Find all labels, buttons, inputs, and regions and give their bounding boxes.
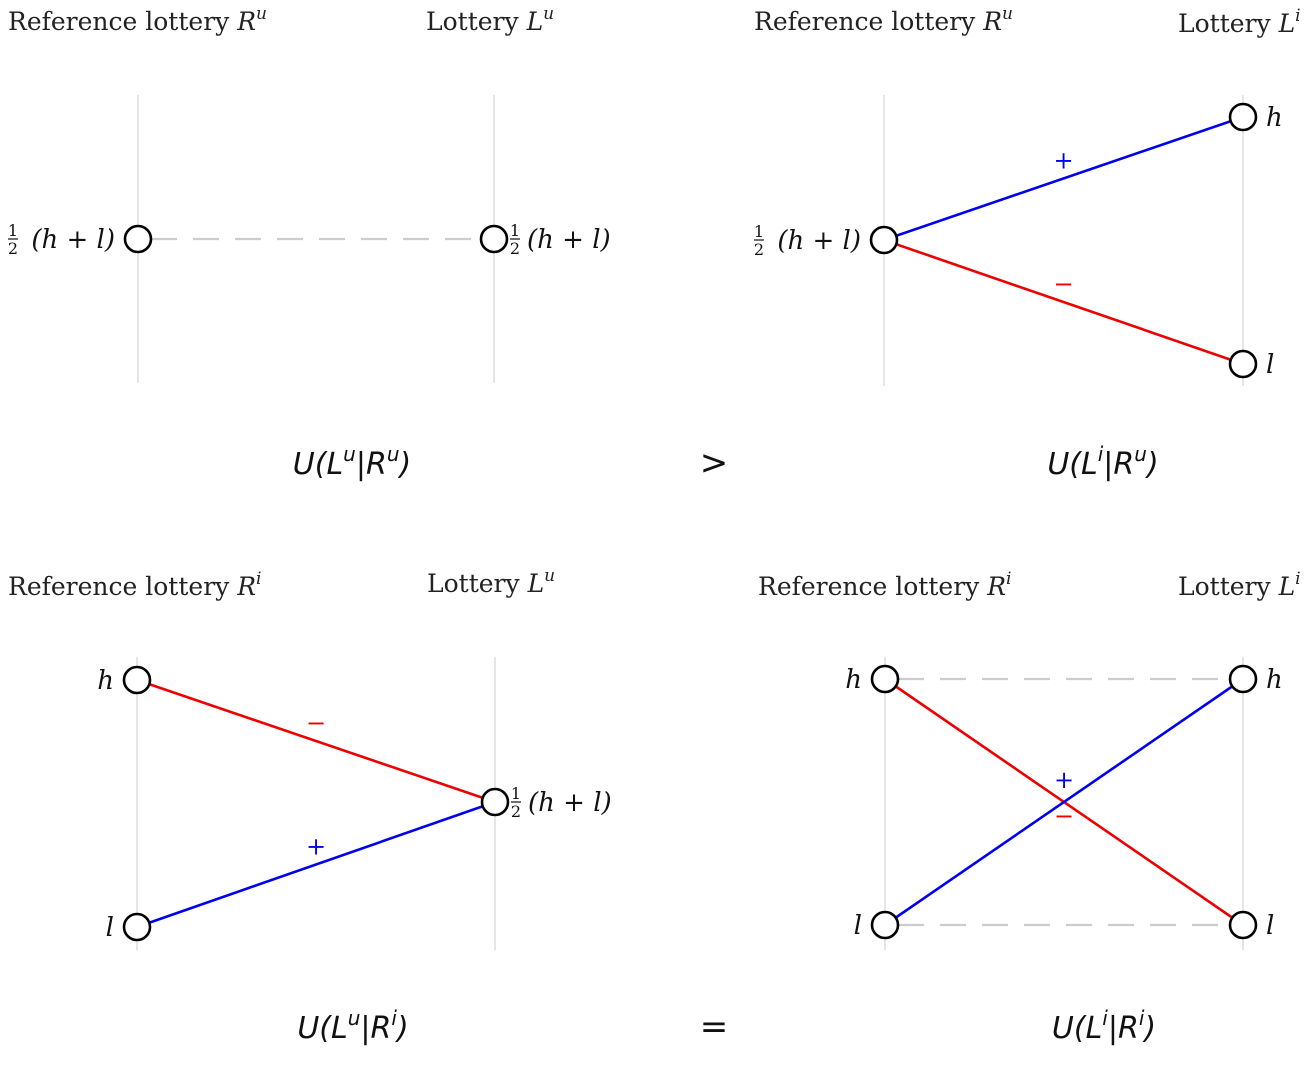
plus-sign: + xyxy=(1054,766,1074,794)
svg-text:2: 2 xyxy=(511,802,521,821)
mean-outcome-text: (h + l) xyxy=(777,226,861,256)
utility-expression: U(Li|Ri) xyxy=(1052,1006,1156,1046)
outcome-label: 12 (h + l) xyxy=(8,221,115,258)
minus-sign: − xyxy=(306,709,326,737)
lottery-header: Lottery Li xyxy=(1178,569,1301,601)
outcome-label: 12(h + l) xyxy=(510,221,611,258)
svg-text:1: 1 xyxy=(511,784,521,803)
mean-outcome-text: (h + l) xyxy=(31,225,115,255)
outcome-node xyxy=(870,910,900,940)
outcome-node xyxy=(869,225,899,255)
outcome-node xyxy=(123,224,153,254)
outcome-node xyxy=(479,224,509,254)
svg-text:1: 1 xyxy=(754,222,764,241)
reference-lottery-header: Reference lottery Ri xyxy=(8,569,261,601)
outcome-node xyxy=(1228,664,1258,694)
reference-lottery-header: Reference lottery Ru xyxy=(754,4,1013,36)
plus-sign: + xyxy=(1053,147,1073,175)
mean-outcome-text: (h + l) xyxy=(527,225,611,255)
one-half-fraction: 12 xyxy=(511,784,521,821)
outcome-label: 12 (h + l) xyxy=(754,222,861,259)
greater-than-operator: > xyxy=(700,443,729,483)
high-outcome-label: h xyxy=(1266,103,1283,133)
low-outcome-label: l xyxy=(854,911,862,941)
gain-line xyxy=(884,677,1244,927)
high-outcome-label: h xyxy=(97,666,114,696)
outcome-node xyxy=(122,912,152,942)
outcome-node xyxy=(122,665,152,695)
lottery-header: Lottery Lu xyxy=(426,4,554,36)
minus-sign: − xyxy=(1054,802,1074,830)
outcome-node xyxy=(480,787,510,817)
low-outcome-label: l xyxy=(1266,350,1274,380)
gain-line xyxy=(883,115,1244,242)
reference-lottery-header: Reference lottery Ru xyxy=(8,4,267,36)
svg-text:2: 2 xyxy=(754,240,764,259)
utility-expression: U(Lu|Ri) xyxy=(297,1006,408,1046)
high-outcome-label: h xyxy=(1266,665,1283,695)
high-outcome-label: h xyxy=(845,665,862,695)
lottery-header: Lottery Li xyxy=(1178,6,1301,38)
mean-outcome-text: (h + l) xyxy=(528,788,612,818)
lottery-header: Lottery Lu xyxy=(427,566,555,598)
reference-lottery-header: Reference lottery Ri xyxy=(758,569,1011,601)
utility-expression: U(Lu|Ru) xyxy=(293,442,411,482)
one-half-fraction: 12 xyxy=(8,221,18,258)
svg-text:2: 2 xyxy=(8,239,18,258)
panel-2: Reference lottery Ru Lottery Li + − 12 (h + l… xyxy=(754,4,1301,482)
loss-line xyxy=(136,678,496,804)
gain-line xyxy=(136,800,496,929)
one-half-fraction: 12 xyxy=(510,221,520,258)
equals-operator: = xyxy=(700,1007,729,1047)
svg-text:1: 1 xyxy=(510,221,520,240)
svg-text:1: 1 xyxy=(8,221,18,240)
low-outcome-label: l xyxy=(1266,911,1274,941)
panel-4: Reference lottery Ri Lottery Li − + h l h lU(Li… xyxy=(758,569,1301,1046)
one-half-fraction: 12 xyxy=(754,222,764,259)
low-outcome-label: l xyxy=(106,913,114,943)
outcome-label: 12(h + l) xyxy=(511,784,612,821)
utility-expression: U(Li|Ru) xyxy=(1047,442,1158,482)
outcome-node xyxy=(1228,910,1258,940)
minus-sign: − xyxy=(1053,270,1073,298)
outcome-node xyxy=(1228,349,1258,379)
outcome-node xyxy=(1228,102,1258,132)
svg-text:2: 2 xyxy=(510,239,520,258)
plus-sign: + xyxy=(306,833,326,861)
outcome-node xyxy=(870,664,900,694)
loss-line xyxy=(883,238,1244,366)
